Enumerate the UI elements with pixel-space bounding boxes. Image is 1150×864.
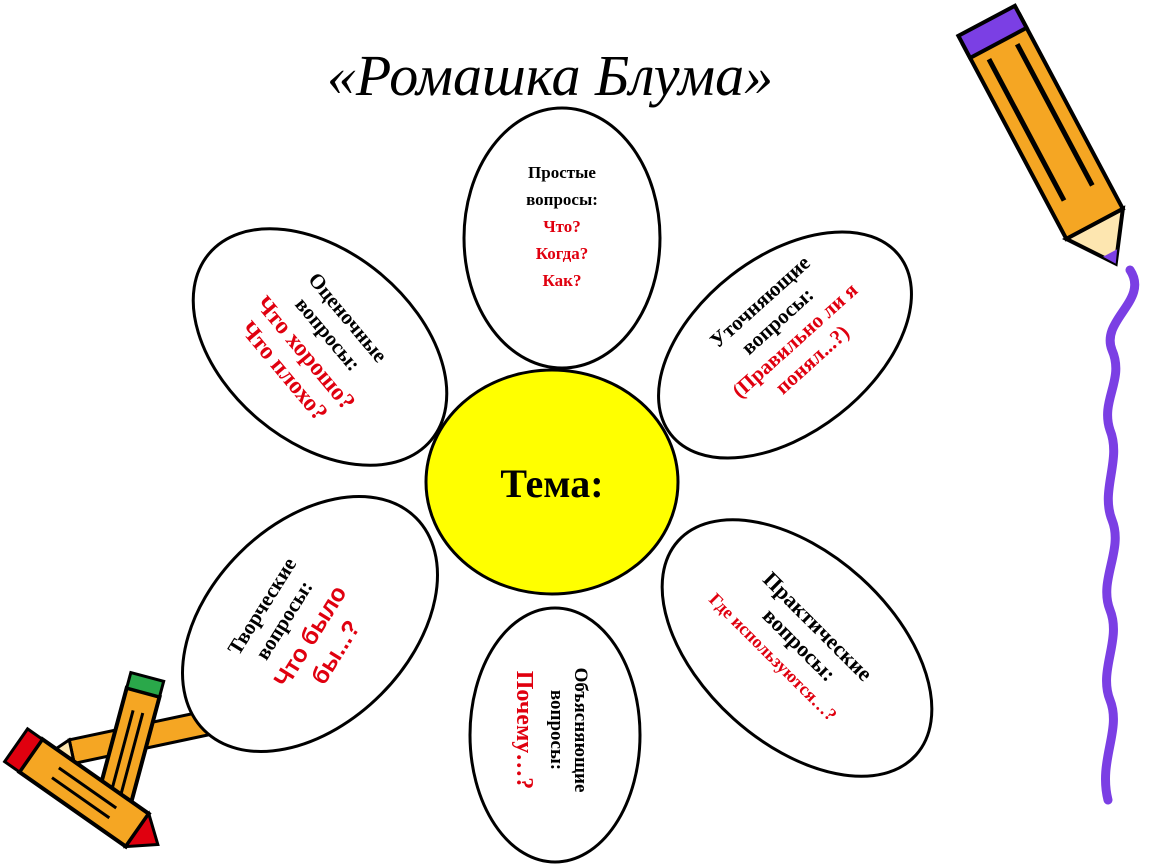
svg-text:Что?: Что? <box>543 217 581 236</box>
svg-text:Как?: Как? <box>543 271 582 290</box>
svg-text:вопросы:: вопросы: <box>526 190 598 209</box>
wavy-line-decoration <box>1101 265 1140 805</box>
svg-text:Когда?: Когда? <box>536 244 588 263</box>
petal-evaluative-questions: Оценочные вопросы: Что хорошо? Что плохо… <box>191 227 449 467</box>
petal-simple-questions: Простые вопросы: Что? Когда? Как? <box>462 106 662 370</box>
petal-practical-questions: Практические вопросы: Где используются…? <box>660 518 934 778</box>
petal-explanatory-questions: Объясняющие вопросы: Почему…? <box>468 606 642 864</box>
page-title: «Ромашка Блума» <box>327 43 773 108</box>
crayons-icon <box>2 670 223 850</box>
svg-text:Объясняющие: Объясняющие <box>570 668 591 793</box>
svg-text:вопросы:: вопросы: <box>546 690 567 770</box>
petal-creative-questions: Творческие вопросы: Что было бы...? <box>181 495 439 753</box>
pencil-icon <box>955 3 1126 267</box>
petal-clarifying-questions: Уточняющие вопросы: (Правильно ли я поня… <box>657 230 913 460</box>
svg-text:Почему…?: Почему…? <box>511 671 537 790</box>
center-topic: Тема: <box>424 368 680 596</box>
topic-label: Тема: <box>500 461 603 506</box>
svg-text:Простые: Простые <box>528 163 596 182</box>
